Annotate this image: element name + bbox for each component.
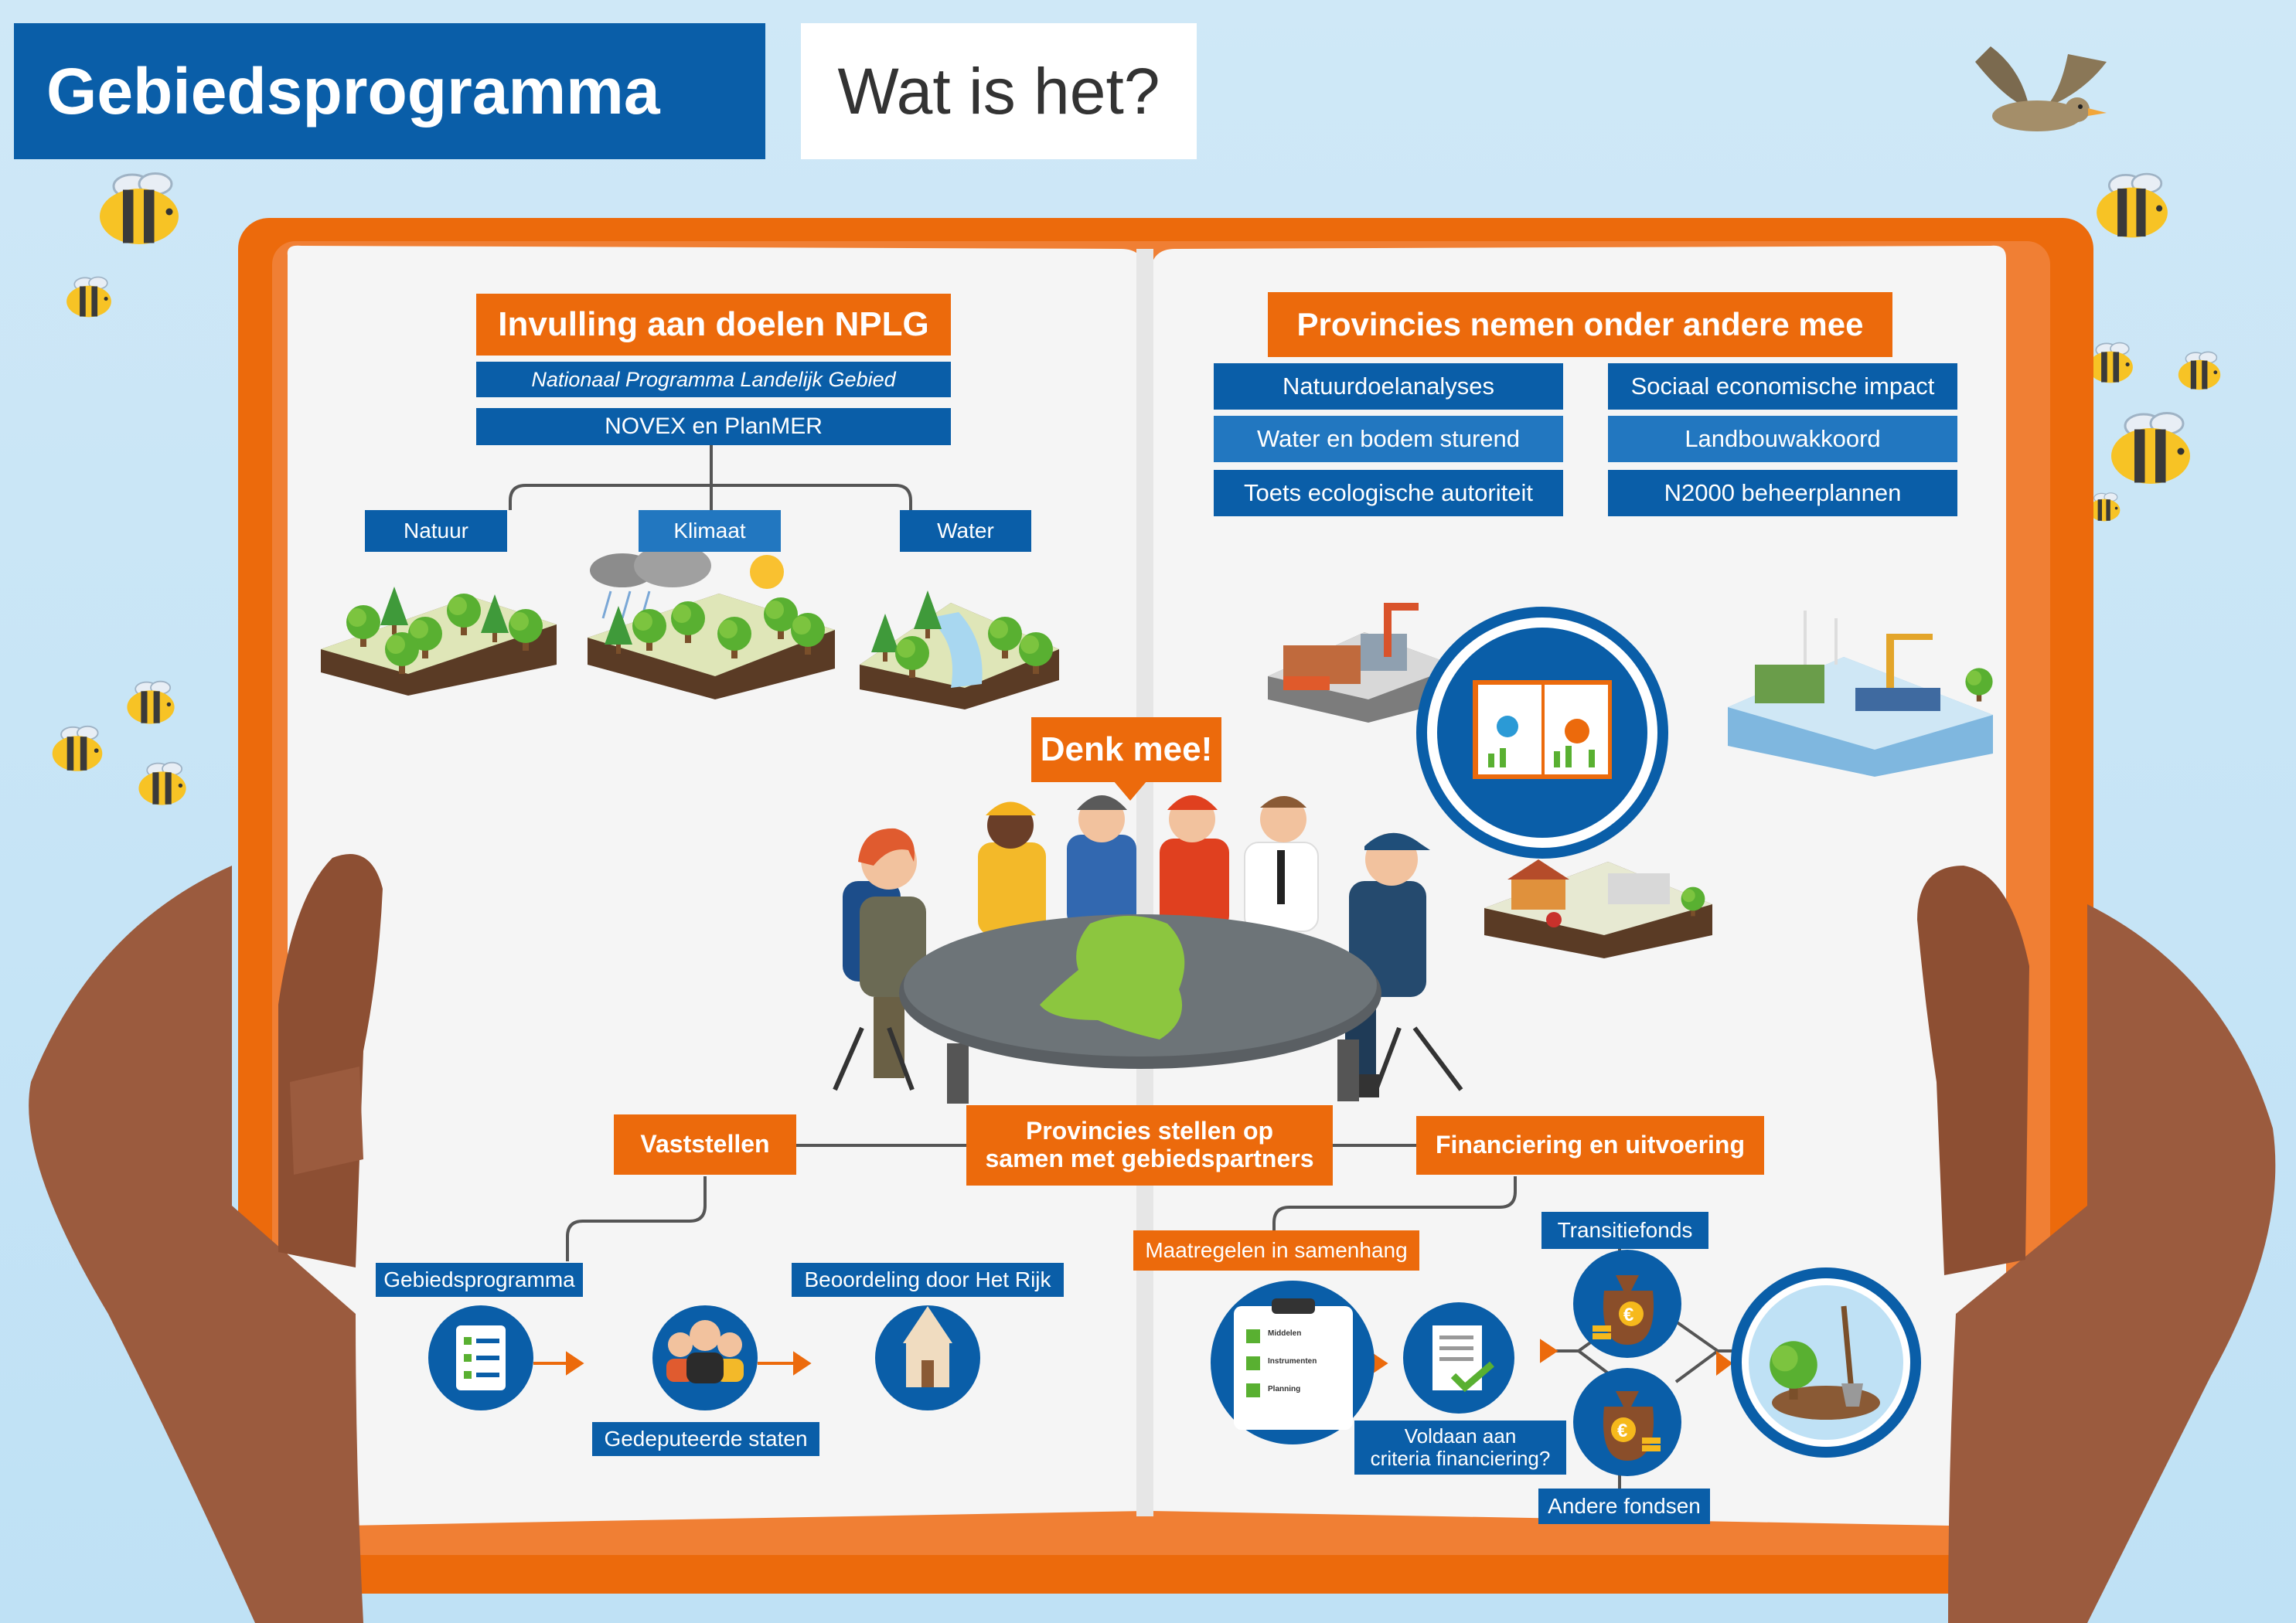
- landscape-klimaat: [588, 544, 835, 699]
- item-landbouwakkoord: Landbouwakkoord: [1608, 416, 1957, 462]
- nplg-heading: Invulling aan doelen NPLG: [476, 294, 951, 356]
- euro-symbol-top: €: [1623, 1305, 1634, 1325]
- clipboard-line-planning: Planning: [1268, 1385, 1301, 1393]
- item-natuurdoelanalyses: Natuurdoelanalyses: [1214, 363, 1563, 410]
- criteria-check-label: Voldaan aan criteria financiering?: [1354, 1421, 1566, 1475]
- people-group-illustration: [833, 795, 1463, 1104]
- clipboard-line-middelen: Middelen: [1268, 1329, 1302, 1338]
- hand-left: [29, 854, 383, 1623]
- item-sociaal-economische-impact: Sociaal economische impact: [1608, 363, 1957, 410]
- item-n2000-beheerplannen: N2000 beheerplannen: [1608, 470, 1957, 516]
- checklist-clipboard-icon: [1211, 1281, 1375, 1444]
- euro-symbol-bottom: €: [1617, 1421, 1628, 1441]
- money-bag-icon-bottom: [1573, 1368, 1681, 1476]
- main-process-box: Provincies stellen op samen met gebiedsp…: [966, 1105, 1333, 1186]
- bee-icon: [2110, 412, 2192, 485]
- bee-icon: [138, 761, 187, 806]
- planting-shovel-icon: [1731, 1267, 1921, 1458]
- church-icon: [875, 1305, 980, 1410]
- step-gedeputeerde-staten: Gedeputeerde staten: [592, 1422, 819, 1456]
- step-gebiedsprogramma: Gebiedsprogramma: [376, 1263, 583, 1297]
- report-magnifier-icon: [1416, 607, 1668, 859]
- financiering-label: Financiering en uitvoering: [1416, 1116, 1764, 1175]
- bird-icon: [1975, 46, 2107, 131]
- denk-mee-callout: Denk mee!: [1031, 717, 1221, 782]
- hand-right: [1917, 866, 2276, 1623]
- clipboard-line-instrumenten: Instrumenten: [1268, 1357, 1317, 1366]
- bee-icon: [2095, 172, 2169, 239]
- farm-illustration: [1484, 859, 1712, 958]
- main-process-line2: samen met gebiedspartners: [985, 1145, 1314, 1172]
- bee-icon: [51, 725, 104, 772]
- theme-klimaat: Klimaat: [639, 510, 781, 552]
- money-bag-icon-top: [1573, 1250, 1681, 1358]
- clipboard-icon: [428, 1305, 533, 1410]
- transitiefonds-label: Transitiefonds: [1541, 1212, 1708, 1249]
- harbour-illustration: [1728, 611, 1993, 777]
- vaststellen-label: Vaststellen: [614, 1114, 796, 1175]
- page-title: Gebiedsprogramma: [14, 23, 765, 159]
- step-beoordeling-rijk: Beoordeling door Het Rijk: [792, 1263, 1064, 1297]
- bee-icon: [2087, 342, 2134, 384]
- main-process-line1: Provincies stellen op: [1025, 1117, 1274, 1145]
- landscape-water: [860, 590, 1059, 709]
- andere-fondsen-label: Andere fondsen: [1538, 1489, 1710, 1524]
- bee-icon: [66, 276, 112, 318]
- callout-pointer: [1113, 781, 1147, 801]
- bee-icon: [126, 680, 175, 725]
- item-toets-ecologische-autoriteit: Toets ecologische autoriteit: [1214, 470, 1563, 516]
- page-subtitle: Wat is het?: [801, 23, 1197, 159]
- criteria-line1: Voldaan aan: [1404, 1424, 1517, 1448]
- document-check-icon: [1403, 1302, 1514, 1414]
- theme-natuur: Natuur: [365, 510, 507, 552]
- novex-planmer-label: NOVEX en PlanMER: [476, 408, 951, 445]
- item-water-en-bodem: Water en bodem sturend: [1214, 416, 1563, 462]
- criteria-line2: criteria financiering?: [1370, 1447, 1551, 1470]
- connector-lines: [509, 444, 1739, 1492]
- theme-water: Water: [900, 510, 1031, 552]
- maatregelen-label: Maatregelen in samenhang: [1133, 1230, 1419, 1271]
- bee-icon: [2178, 351, 2221, 391]
- landscape-natuur: [321, 587, 557, 696]
- deputies-icon: [652, 1305, 758, 1410]
- provinces-heading: Provincies nemen onder andere mee: [1268, 292, 1892, 357]
- industry-illustration: [1268, 603, 1457, 723]
- bee-icon: [98, 172, 180, 246]
- nplg-subheading: Nationaal Programma Landelijk Gebied: [476, 362, 951, 397]
